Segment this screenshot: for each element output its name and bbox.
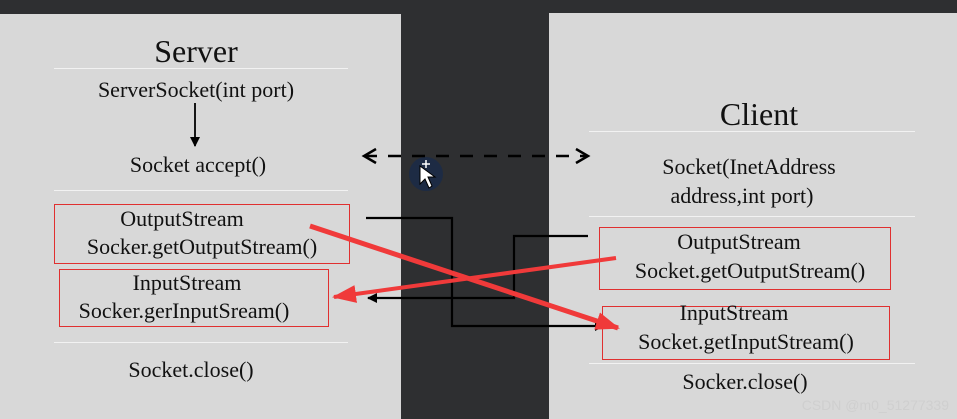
watermark: CSDN @m0_51277339 [801,397,949,413]
server-title: Server [154,33,238,69]
client-close: Socker.close() [682,369,808,394]
connect-arrow-left [361,147,377,165]
server-divider-mid [54,190,348,191]
server-input-stream-box [59,269,329,327]
client-input-stream-method: Socket.getInputStream() [638,329,854,354]
client-out-to-server-in-connector [367,234,588,303]
server-socket-constructor: ServerSocket(int port) [97,77,295,102]
client-title: Client [719,96,799,132]
client-output-stream-method: Socket.getOutputStream() [634,258,866,283]
server-input-stream-label: InputStream [132,270,242,295]
client-divider-top [589,131,915,132]
red-arrow-client-to-server [332,256,617,303]
server-output-stream-box [54,204,350,264]
server-output-stream-label: OutputStream [120,206,244,231]
server-divider-bottom [54,342,348,343]
move-cursor-icon [419,160,437,189]
client-input-stream-box [602,306,890,360]
server-panel: Server ServerSocket(int port) Socket acc… [0,14,401,419]
red-arrow-server-to-client [309,223,620,331]
server-accept: Socket accept() [129,152,267,177]
client-divider-mid [589,216,915,217]
client-divider-bottom [589,363,915,364]
server-close: Socket.close() [128,357,254,382]
client-socket-line2: address,int port) [670,183,814,208]
server-output-stream-method: Socker.getOutputStream() [86,234,318,259]
server-input-stream-method: Socker.gerInputSream() [78,298,290,323]
client-input-stream-label: InputStream [679,300,789,325]
client-socket-line1: Socket(InetAddress [662,154,836,179]
client-output-stream-label: OutputStream [677,229,801,254]
connect-arrow-right [575,147,591,165]
server-divider-top [54,68,348,69]
client-panel: Client Socket(InetAddress address,int po… [549,13,957,419]
